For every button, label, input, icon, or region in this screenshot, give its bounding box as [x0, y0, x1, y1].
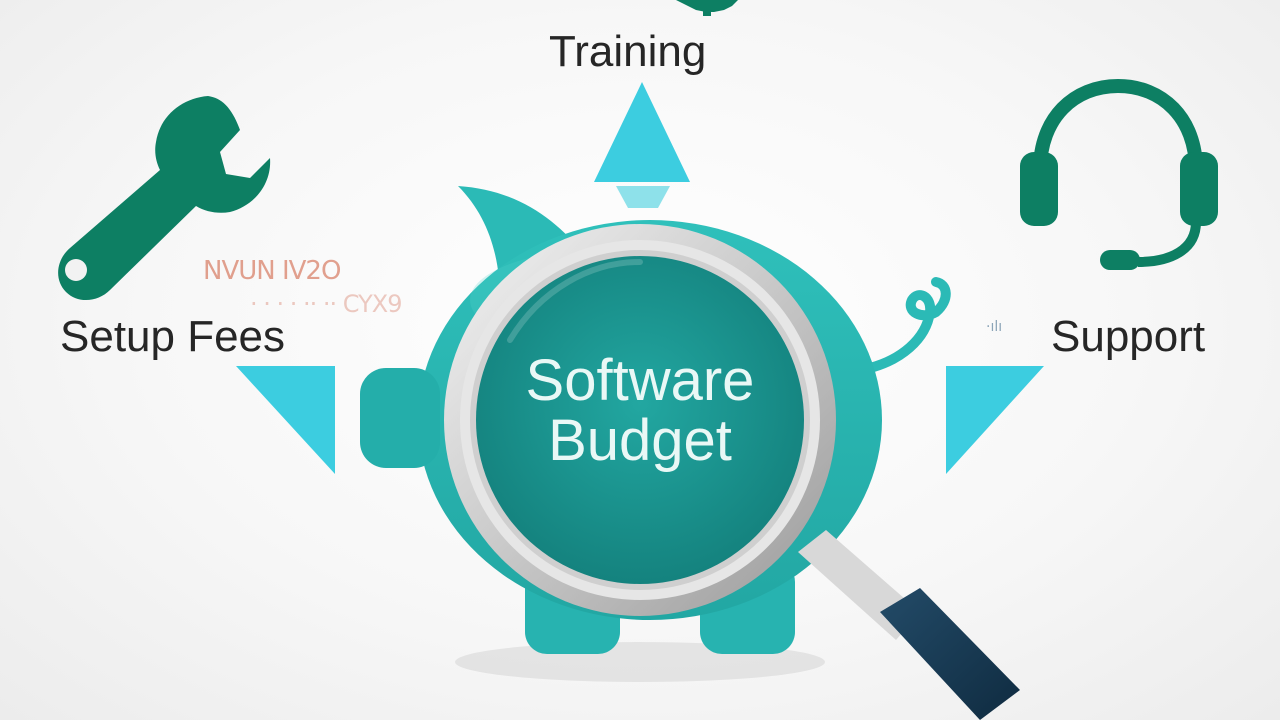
wrench-icon — [58, 96, 271, 301]
training-label: Training — [549, 27, 707, 76]
gear-icon — [676, 0, 738, 16]
setup-fees-label: Setup Fees — [60, 312, 286, 361]
support-label: Support — [1051, 312, 1206, 361]
center-title-line-1: Software — [525, 348, 755, 413]
magnifying-glass — [444, 224, 1020, 720]
faded-text-left-2: · · · · ·· ·· CYX9 — [250, 290, 403, 318]
right-arrow — [946, 366, 1044, 474]
faded-text-right: ·ılı — [986, 319, 1003, 335]
left-arrow — [236, 366, 335, 474]
faded-text-left-1: NVUN IV2O — [203, 256, 341, 286]
headset-icon — [1020, 78, 1218, 270]
top-arrow — [594, 82, 690, 208]
center-title-line-2: Budget — [548, 408, 732, 473]
magnifier-handle — [798, 530, 1020, 720]
